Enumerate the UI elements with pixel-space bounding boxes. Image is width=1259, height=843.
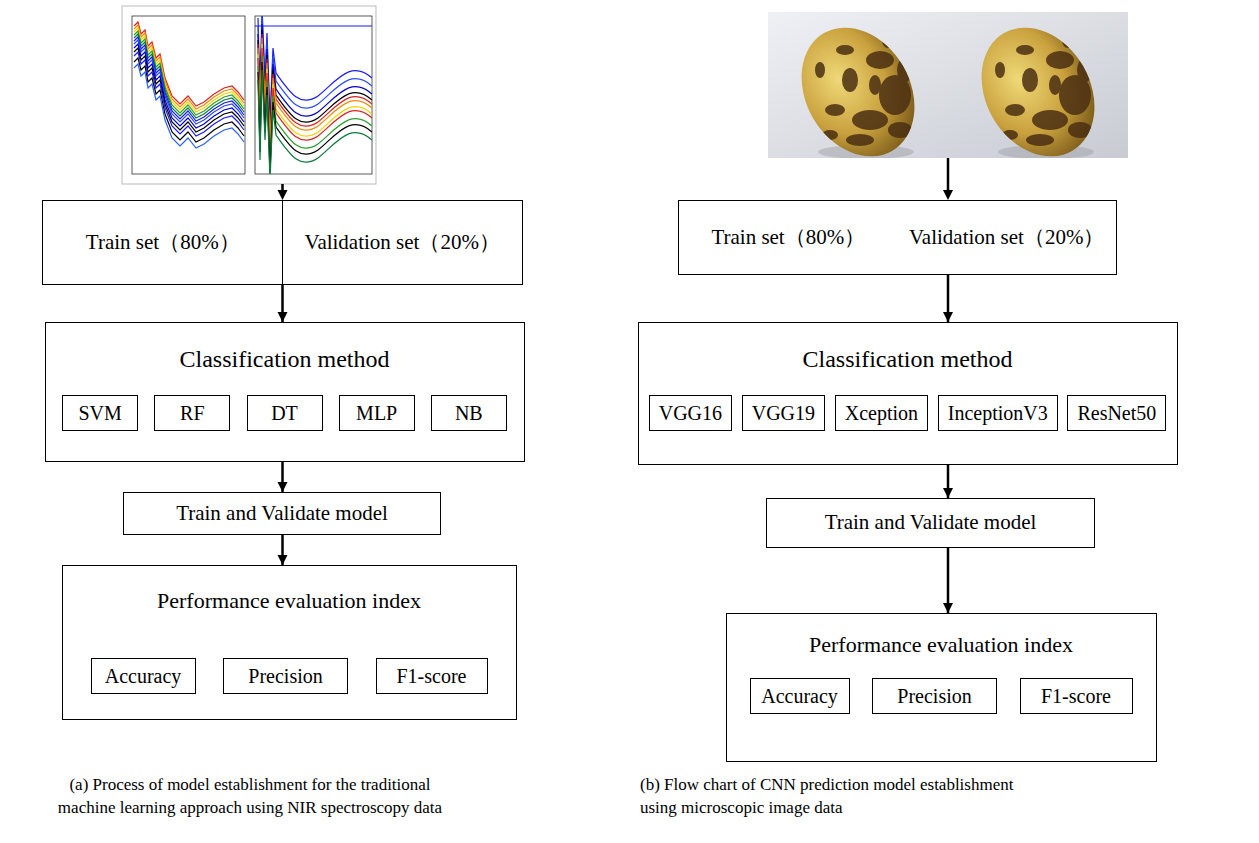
group-box: Performance evaluation indexAccuracy Prec… (726, 613, 1157, 762)
box-label: RF (180, 401, 204, 425)
process-box: DT (247, 395, 323, 431)
process-box: RF (154, 395, 230, 431)
plot-axes (132, 16, 245, 174)
process-box: NB (431, 395, 507, 431)
spectra-plot (122, 6, 376, 184)
divider-line (282, 201, 284, 284)
group-box: Classification methodVGG16 VGG19 Xception I… (638, 322, 1178, 465)
box-label: Xception (845, 401, 918, 425)
group-heading: Classification method (803, 345, 1013, 374)
process-box: Precision (872, 678, 997, 714)
group-box: Performance evaluation indexAccuracy Prec… (62, 565, 517, 720)
figure-caption: (a) Process of model establishment for t… (40, 774, 460, 820)
box-label: F1-score (397, 664, 467, 688)
input-arrow (947, 158, 950, 191)
split-box: Train set（80%） Validation set（20%） (678, 200, 1117, 275)
arrow-head (278, 190, 288, 200)
group-box: Classification methodSVM RF DT MLP NB (45, 322, 525, 462)
box-label: ResNet50 (1077, 401, 1156, 425)
box-label: InceptionV3 (948, 401, 1048, 425)
process-box: Train and Validate model (766, 498, 1095, 548)
plot-axes (255, 16, 372, 174)
box-label: Validation set（20%） (305, 230, 500, 255)
box-label: Precision (248, 664, 322, 688)
box-label: Precision (897, 684, 971, 708)
process-box: Precision (223, 658, 348, 694)
process-box: Accuracy (750, 678, 850, 714)
box-label: Train set（80%） (86, 230, 240, 255)
process-box: Accuracy (91, 658, 196, 694)
process-box: MLP (339, 395, 415, 431)
process-box: Train and Validate model (123, 492, 441, 535)
figure-caption: (b) Flow chart of CNN prediction model e… (640, 774, 1050, 820)
box-half: Train set（80%） (43, 201, 283, 284)
process-box: ResNet50 (1067, 395, 1166, 431)
box-label: Train and Validate model (825, 510, 1037, 535)
seed-image (779, 12, 937, 158)
spectrum-curves (134, 22, 244, 148)
process-box: Xception (835, 395, 928, 431)
spectrum-curves (255, 16, 372, 174)
process-box: F1-score (1020, 678, 1133, 714)
flow-arrow (947, 465, 950, 498)
figure-frame (122, 6, 376, 184)
flow-arrow (281, 462, 284, 492)
box-label: Train and Validate model (176, 501, 388, 526)
box-label: DT (271, 401, 298, 425)
group-heading: Performance evaluation index (809, 632, 1073, 658)
process-box: SVM (62, 395, 138, 431)
box-label: VGG16 (659, 401, 722, 425)
flow-arrow (947, 275, 950, 322)
box-label: Validation set（20%） (909, 225, 1104, 250)
seed-photo (768, 12, 1128, 158)
arrow-head (943, 190, 953, 200)
box-label: VGG19 (752, 401, 815, 425)
seed-image (959, 12, 1117, 158)
group-heading: Performance evaluation index (157, 588, 421, 614)
process-box: VGG19 (742, 395, 825, 431)
box-label: F1-score (1041, 684, 1111, 708)
input-arrow (281, 184, 284, 191)
box-half: Train set（80%） (679, 201, 897, 274)
box-label: NB (455, 401, 483, 425)
process-box: F1-score (376, 658, 488, 694)
box-label: Train set（80%） (711, 225, 865, 250)
box-half: Validation set（20%） (283, 201, 523, 284)
box-label: SVM (78, 401, 121, 425)
split-box: Train set（80%） Validation set（20%） (42, 200, 523, 285)
box-label: Accuracy (105, 664, 182, 688)
process-box: VGG16 (649, 395, 732, 431)
flow-arrow (947, 548, 950, 613)
box-label: Accuracy (761, 684, 838, 708)
box-half: Validation set（20%） (898, 201, 1116, 274)
group-heading: Classification method (180, 345, 390, 374)
flow-arrow (281, 285, 284, 322)
box-label: MLP (356, 401, 397, 425)
process-box: InceptionV3 (938, 395, 1058, 431)
flow-arrow (281, 535, 284, 565)
